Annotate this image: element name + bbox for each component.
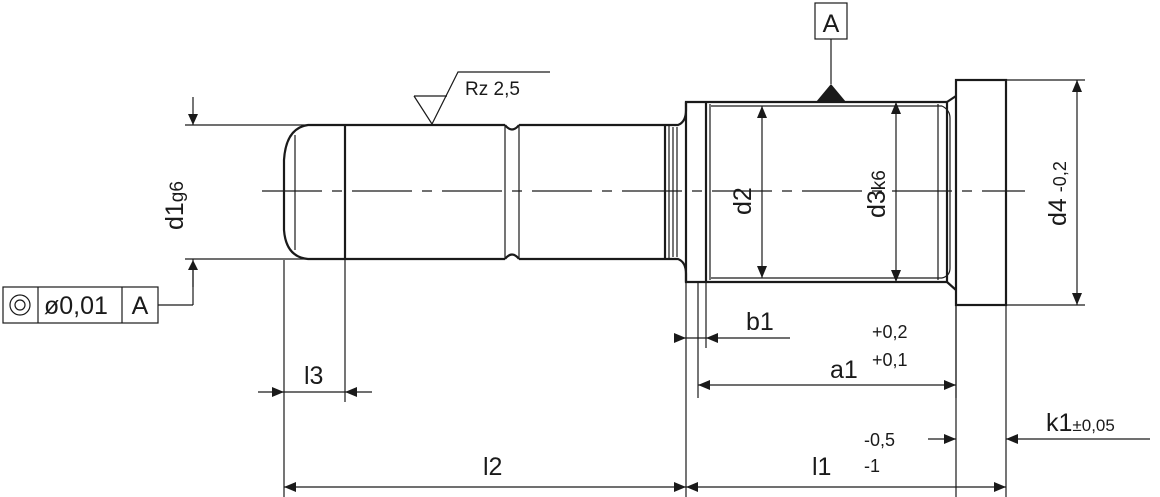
d1-label: d1g6 xyxy=(161,181,189,230)
dimension-l3: l3 xyxy=(258,259,372,497)
surface-finish-symbol: Rz 2,5 xyxy=(413,71,550,126)
tolerance-frame: ø0,01 A xyxy=(2,260,198,324)
dimension-b1: b1 xyxy=(674,282,790,497)
l1-tol-upper: -0,5 xyxy=(864,430,895,450)
d2-label: d2 xyxy=(729,187,757,215)
l3-label: l3 xyxy=(304,362,323,390)
dimension-d2: d2 xyxy=(729,106,767,278)
a1-label: a1 xyxy=(830,356,858,384)
dimension-d4: d4-0,2 xyxy=(1006,79,1085,306)
d4-label: d4-0,2 xyxy=(1044,161,1072,226)
tolerance-datum: A xyxy=(132,292,149,320)
dimension-k1: k1±0,05 xyxy=(928,409,1150,444)
concentricity-icon xyxy=(9,294,31,316)
surface-finish-label: Rz 2,5 xyxy=(465,79,520,100)
a1-tol-lower: +0,1 xyxy=(872,350,908,370)
tolerance-value: ø0,01 xyxy=(44,292,108,320)
datum-label: A xyxy=(823,10,840,38)
dimension-l1: l1 -0,5 -1 xyxy=(686,305,1007,497)
a1-tol-upper: +0,2 xyxy=(872,322,908,342)
k1-label: k1±0,05 xyxy=(1046,409,1115,437)
dimension-d3: d3k6 xyxy=(863,102,901,282)
part-outline xyxy=(282,78,1008,497)
b1-label: b1 xyxy=(746,308,774,336)
dimension-l2: l2 xyxy=(284,453,686,492)
datum-a: A xyxy=(814,2,848,102)
d3-label: d3k6 xyxy=(863,170,891,218)
l1-tol-lower: -1 xyxy=(864,456,880,476)
l2-label: l2 xyxy=(483,453,502,481)
dimension-d1: d1g6 xyxy=(161,97,345,287)
dimension-a1: a1 +0,2 +0,1 xyxy=(697,282,957,398)
l1-label: l1 xyxy=(812,453,831,481)
